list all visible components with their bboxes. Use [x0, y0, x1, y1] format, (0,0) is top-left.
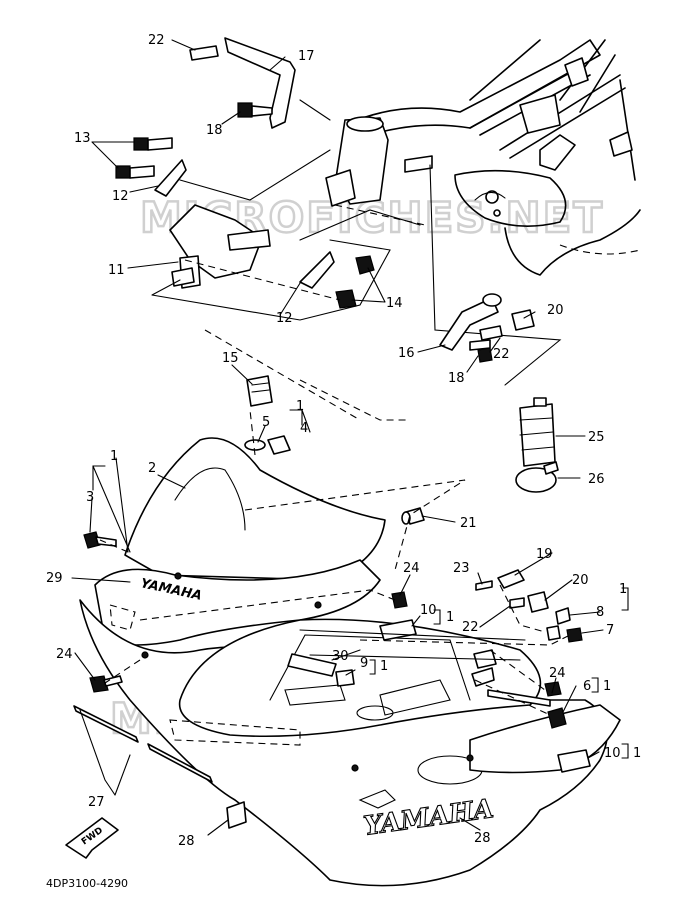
- callout-27: 27: [88, 795, 105, 810]
- forward-arrow: FWD: [65, 817, 119, 859]
- callout-22-lower: 22: [462, 620, 479, 635]
- callout-15: 15: [222, 351, 239, 366]
- callout-24-top: 24: [403, 561, 420, 576]
- callout-13: 13: [74, 131, 91, 146]
- panel-30: [287, 653, 337, 677]
- callout-1-top: 1: [296, 399, 304, 414]
- callout-16: 16: [398, 346, 415, 361]
- callout-1-ref-9: 1: [380, 659, 388, 674]
- callout-14: 14: [386, 296, 403, 311]
- callout-26: 26: [588, 472, 605, 487]
- front-cowling: YAMAHA YAMAHA: [79, 437, 621, 887]
- pad-9: [335, 669, 355, 687]
- callout-30: 30: [332, 649, 349, 664]
- callout-1-ref-10: 1: [446, 610, 454, 625]
- callout-8: 8: [596, 605, 604, 620]
- fasteners: [83, 531, 583, 729]
- callout-2: 2: [148, 461, 156, 476]
- callout-1-ref-6: 1: [603, 679, 611, 694]
- callout-10-upper: 10: [420, 603, 437, 618]
- callout-24-left: 24: [56, 647, 73, 662]
- callout-17: 17: [298, 49, 315, 64]
- callout-18: 18: [206, 123, 223, 138]
- callout-18-right: 18: [448, 371, 465, 386]
- drawing-code: 4DP3100-4290: [46, 877, 128, 890]
- callout-6: 6: [583, 679, 591, 694]
- callout-23: 23: [453, 561, 470, 576]
- strip-27b: [147, 743, 213, 783]
- callout-20: 20: [547, 303, 564, 318]
- callout-3: 3: [86, 490, 94, 505]
- callout-25: 25: [588, 430, 605, 445]
- leader-lines: [71, 39, 629, 836]
- frame-rails: [344, 39, 641, 276]
- callout-21: 21: [460, 516, 477, 531]
- callout-10-lower: 10: [604, 746, 621, 761]
- callout-19: 19: [536, 547, 553, 562]
- stay-bracket-assembly: [115, 37, 562, 421]
- callout-7: 7: [606, 623, 614, 638]
- callout-numbers: 22 17 18 13 12 11 12 14 20 16 22 18 15 1…: [46, 33, 641, 849]
- callout-1-ref-10-lower: 1: [633, 746, 641, 761]
- callout-22-right: 22: [493, 347, 510, 362]
- callout-5: 5: [262, 415, 270, 430]
- callout-28-left: 28: [178, 834, 195, 849]
- callout-12-lower: 12: [276, 311, 293, 326]
- callout-20-lower: 20: [572, 573, 589, 588]
- callout-1-left: 1: [110, 449, 118, 464]
- pad-10-lower: [557, 749, 591, 773]
- callout-24-right: 24: [549, 666, 566, 681]
- callout-29: 29: [46, 571, 63, 586]
- callout-4: 4: [300, 421, 308, 436]
- callout-28-right: 28: [474, 831, 491, 846]
- callout-1-right: 1: [619, 582, 627, 597]
- cover-28: [226, 801, 247, 829]
- strip-27a: [73, 705, 139, 743]
- callout-9: 9: [360, 656, 368, 671]
- callout-12: 12: [112, 189, 129, 204]
- callout-11: 11: [108, 263, 125, 278]
- grommet: [267, 435, 291, 455]
- washer: [244, 439, 266, 451]
- callout-22: 22: [148, 33, 165, 48]
